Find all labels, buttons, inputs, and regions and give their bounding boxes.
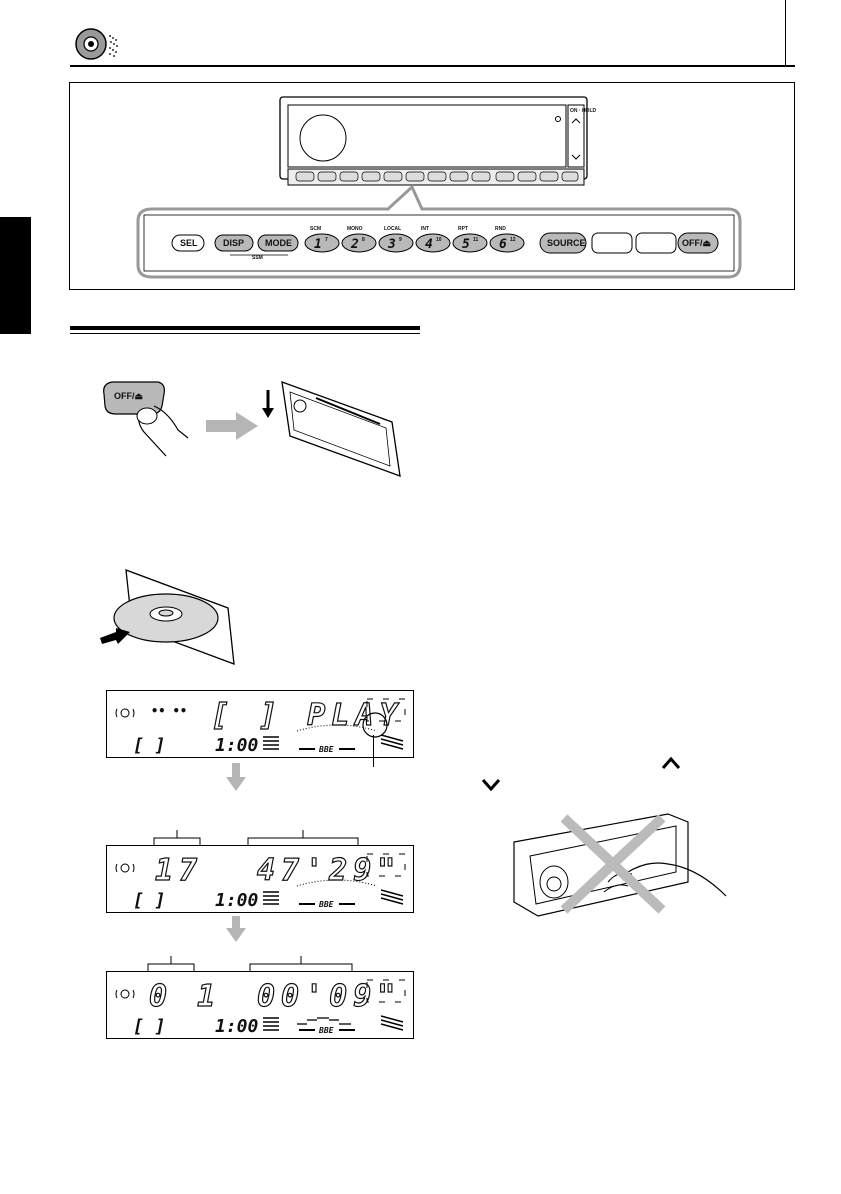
down-chevron-icon: [481, 778, 501, 792]
disc-rotation-icon: [116, 990, 134, 998]
display-clock: 1:00: [215, 1016, 259, 1037]
preset-number: 4: [425, 237, 433, 252]
preset-alt-number: 11: [473, 237, 479, 243]
preset-number: 2: [350, 237, 359, 252]
display-track-number: 0 1: [149, 979, 221, 1014]
display-track-time: 17 47'29" [ ] 1:00 BBE: [106, 845, 414, 913]
mode-button-label: MODE: [265, 238, 292, 248]
disc-rotation-icon: [116, 864, 134, 872]
display-main-text: 47'29": [257, 853, 401, 888]
preset-alt-number: 8: [362, 237, 365, 243]
off-eject-button-label: OFF/⏏: [682, 238, 711, 248]
side-label: ON · HOLD: [570, 108, 596, 114]
display-bbe-label: BBE: [318, 745, 334, 754]
do-not-block-illustration: [508, 812, 728, 920]
preset-alt-number: 10: [436, 237, 442, 243]
disp-button-label: DISP: [223, 238, 244, 248]
display-cd-play: •• •• [ ] PLAY [ ] 1:00 BBE: [106, 690, 414, 758]
display-left-indicator: •• ••: [151, 704, 187, 718]
display-bbe-label: BBE: [318, 1026, 334, 1035]
preset-function-label: RPT: [458, 226, 468, 232]
preset-function-label: INT: [421, 226, 429, 232]
display-clock: 1:00: [215, 890, 259, 911]
preset-function-label: RND: [495, 226, 506, 232]
preset-alt-number: 7: [325, 237, 328, 243]
eject-illustration: OFF/⏏: [96, 372, 416, 482]
display-main-text: 00'09": [257, 979, 401, 1014]
down-arrow-2: [226, 916, 246, 942]
preset-alt-number: 9: [399, 237, 402, 243]
eject-button-label: OFF/⏏: [114, 391, 143, 401]
display-track-number: 17: [155, 853, 203, 888]
insert-disc-illustration: [96, 566, 256, 668]
display-source-icon: [ ]: [133, 890, 166, 911]
display-track-elapsed: 0 1 00'09" [ ] 1:00 BBE: [106, 971, 414, 1039]
sel-button-label: SEL: [180, 238, 198, 248]
source-button-label: SOURCE: [547, 238, 586, 248]
disc-rotation-icon: [116, 709, 134, 717]
cd-header-icon: [74, 26, 126, 62]
preset-function-label: MONO: [347, 226, 363, 232]
preset-number: 1: [314, 237, 322, 252]
header-rule: [70, 65, 795, 67]
preset-number: 5: [462, 237, 470, 252]
callout-line: [373, 735, 374, 767]
up-chevron-icon: [661, 756, 681, 770]
display-clock: 1:00: [215, 735, 259, 756]
display-bbe-label: BBE: [318, 900, 334, 909]
preset-alt-number: 12: [510, 237, 516, 243]
section-tab: [0, 217, 31, 334]
preset-function-label: LOCAL: [384, 226, 401, 232]
section-heading-rule-thin: [70, 333, 420, 334]
preset-number: 3: [387, 237, 396, 252]
section-heading-rule: [70, 326, 420, 330]
down-arrow-1: [226, 763, 246, 791]
display-source-icon: [ ]: [133, 735, 166, 756]
display-main-text: [ ] PLAY: [211, 698, 404, 733]
top-right-corner-line: [785, 0, 786, 65]
display-source-icon: [ ]: [133, 1016, 166, 1037]
preset-function-label: SCM: [310, 226, 321, 232]
preset-number: 6: [499, 237, 507, 252]
ssm-label: SSM: [252, 255, 263, 261]
